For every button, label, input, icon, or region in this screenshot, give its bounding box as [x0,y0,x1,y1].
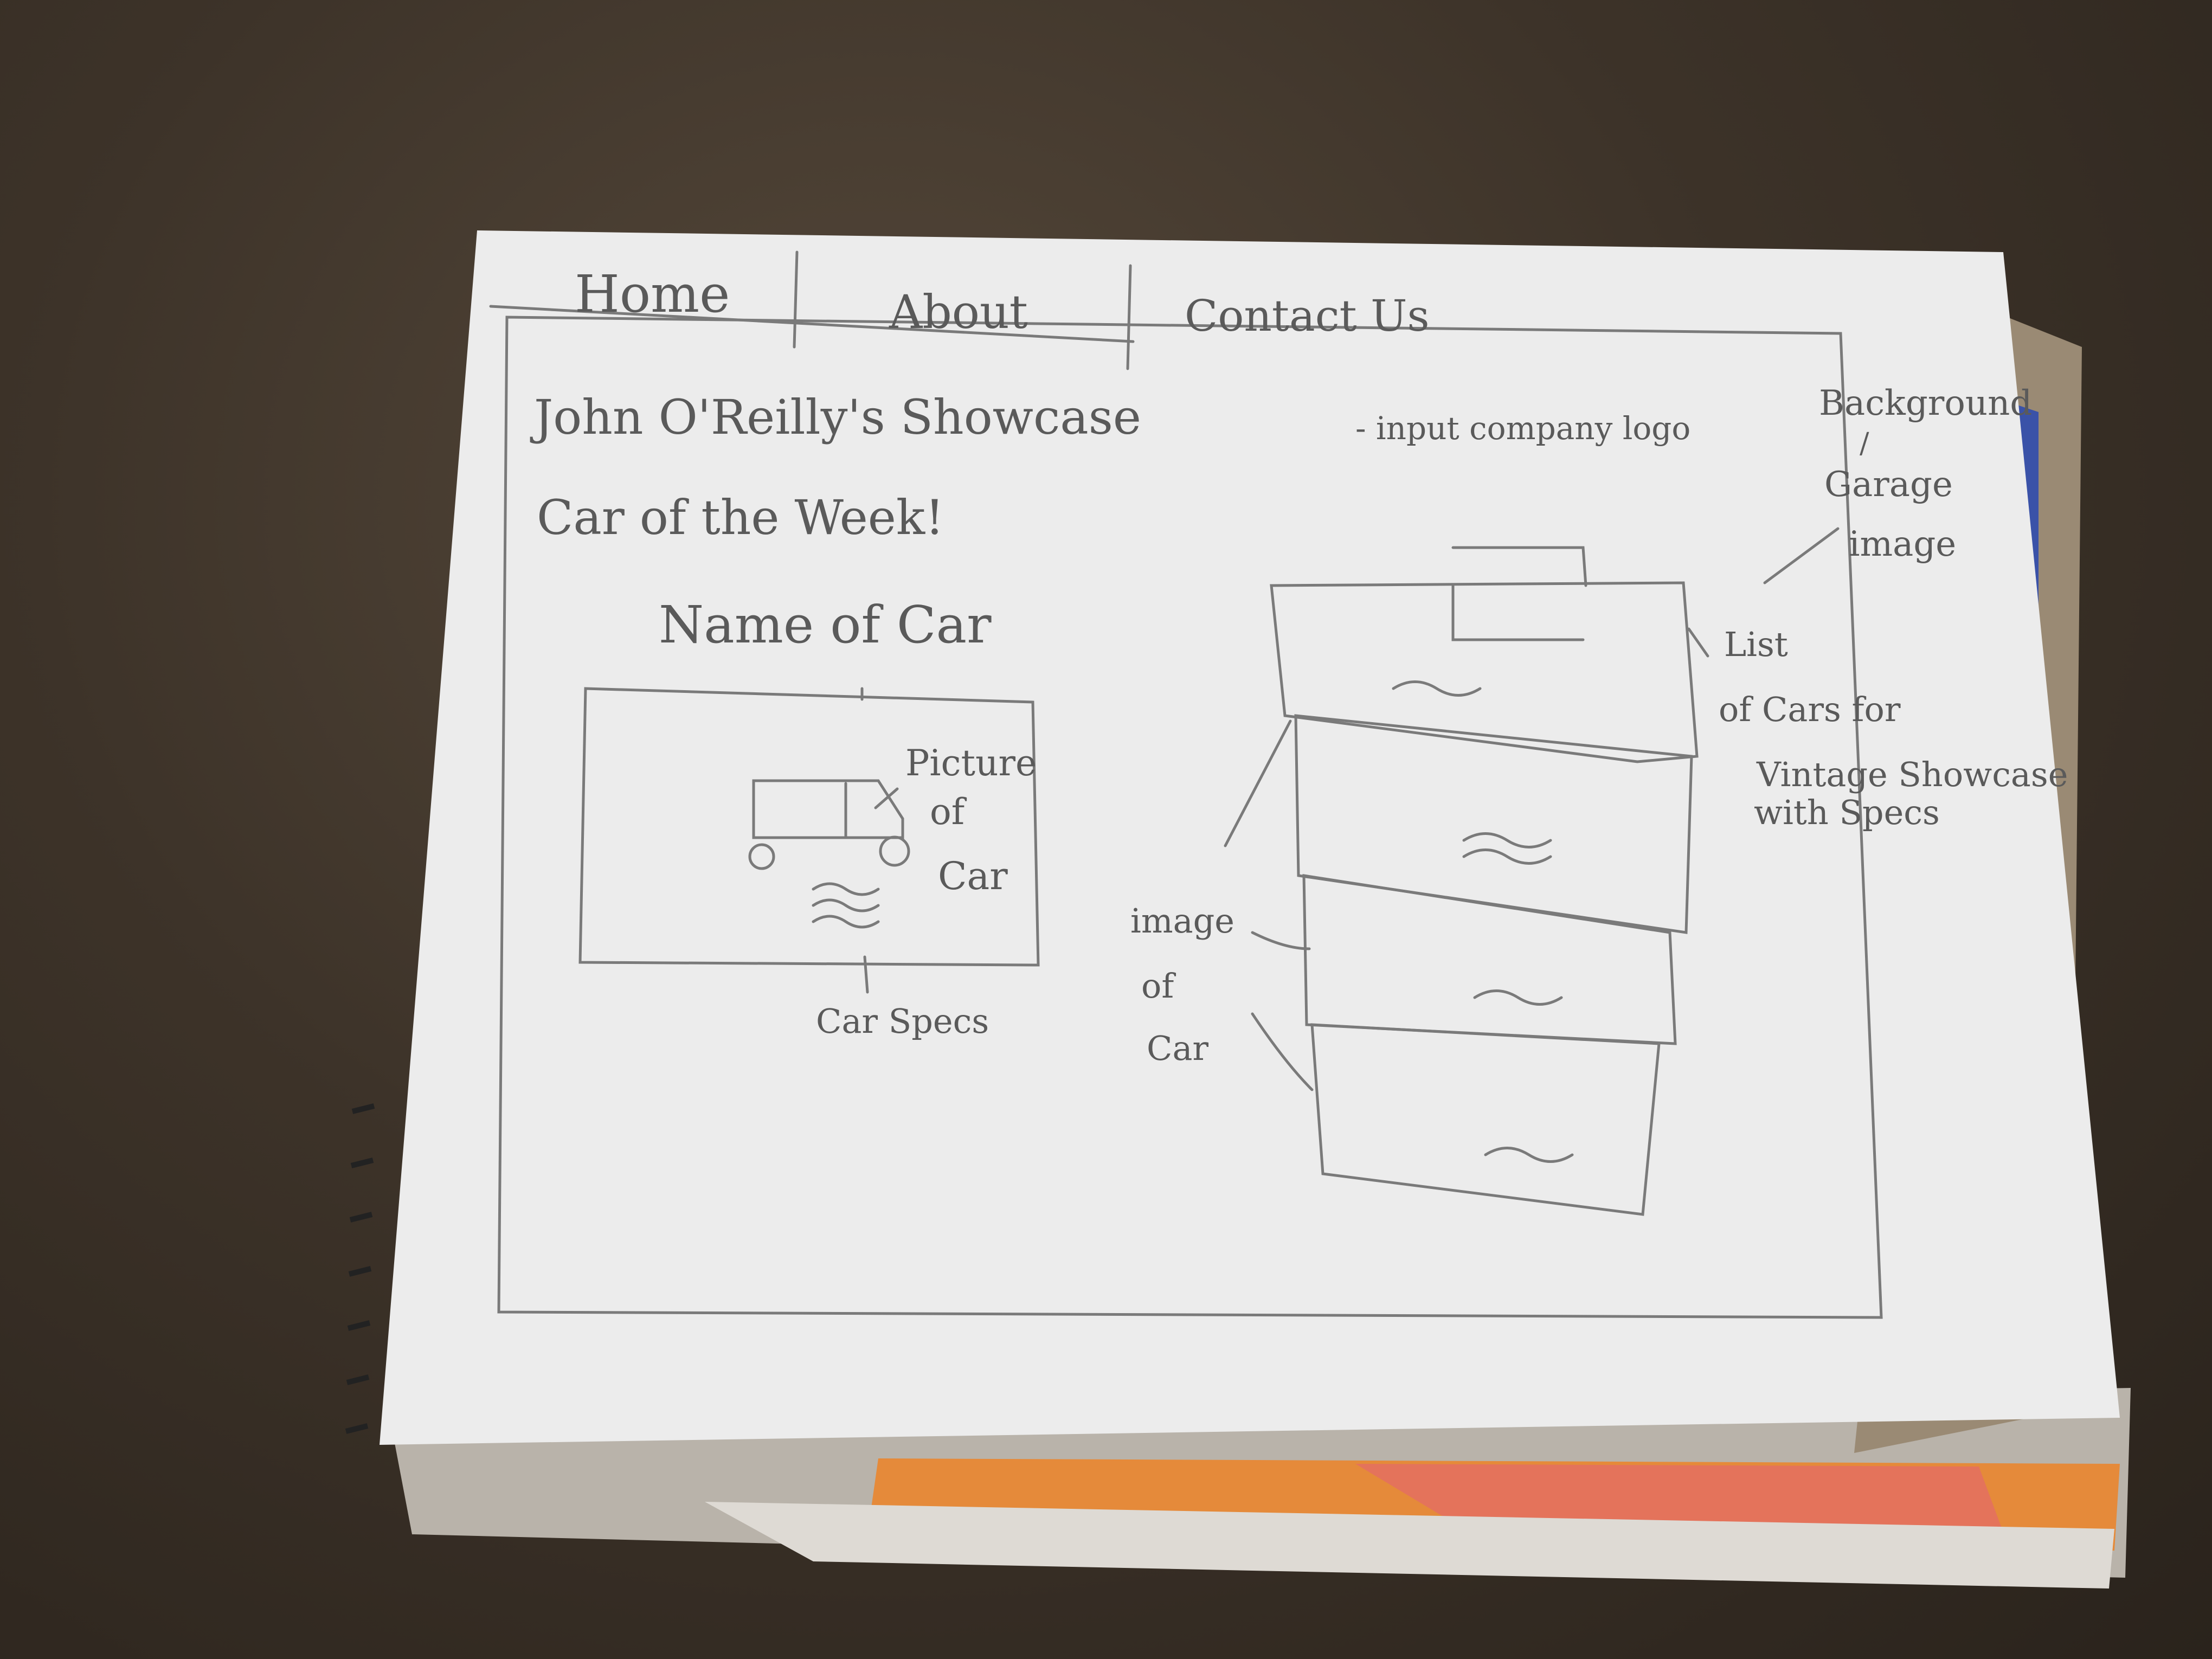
background-note-2: / [1860,427,1869,460]
car-specs-label: Car Specs [816,1001,989,1041]
featured-car-name: Name of Car [659,595,992,655]
list-card-3 [1302,874,1677,1045]
background-note-1: Background [1819,383,2032,423]
list-card-1 [1270,581,1699,763]
spiral-binding [345,1103,375,1434]
page-title-line1: John O'Reilly's Showcase [530,389,1141,445]
logo-note: - input company logo [1355,410,1690,447]
page-title-line2: Car of the Week! [537,490,944,545]
nav-item-about[interactable]: About [889,286,1028,339]
white-sheets [705,1502,2114,1589]
nav-divider-2 [1126,264,1132,370]
nav-item-contact[interactable]: Contact Us [1185,291,1430,341]
list-card-4 [1310,1023,1661,1216]
list-note-4: with Specs [1754,793,1940,832]
background-note-3: Garage [1824,465,1953,505]
nav-bar-outline [489,305,1135,343]
picture-label-3: Car [938,854,1008,898]
featured-car-box [578,687,1040,967]
list-arrow [1687,627,1709,658]
list-card-2 [1294,714,1693,934]
background-arrow [1763,527,1840,584]
nav-divider-1 [793,250,799,349]
image-label-1: image [1130,901,1234,941]
page-frame [497,316,1883,1319]
list-note-3: Vintage Showcase [1756,755,2068,794]
picture-label-2: of [930,791,967,833]
image-arrow-2 [1251,1012,1314,1091]
sketch-paper [380,230,2120,1445]
wireframe-sketch [489,250,1883,1319]
image-label-2: of [1141,966,1176,1006]
list-note-1: List [1724,625,1788,664]
car-doodle [752,779,904,839]
nav: Home About Contact Us [575,265,1430,341]
list-tab [1451,546,1587,641]
image-arrow-1 [1251,931,1311,950]
image-label-3: Car [1147,1028,1208,1068]
background-note-4: image [1849,524,1956,564]
picture-label-1: Picture [905,742,1037,784]
nav-item-home[interactable]: Home [575,265,730,324]
list-note-2: of Cars for [1719,690,1901,729]
